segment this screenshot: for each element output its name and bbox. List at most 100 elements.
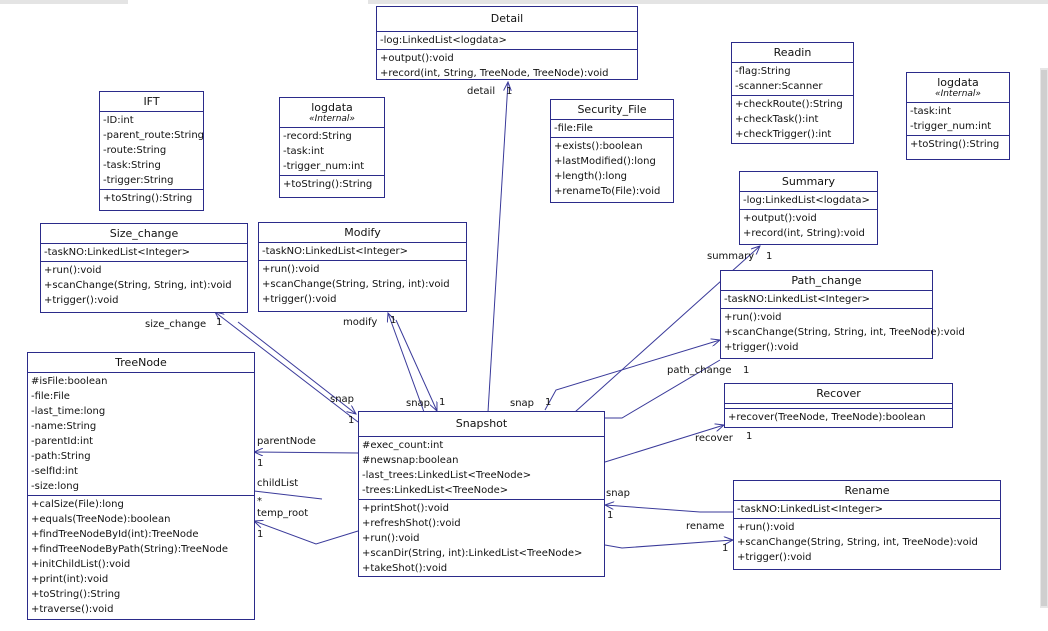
attributes: #exec_count:int #newsnap:boolean -last_t… bbox=[359, 437, 604, 500]
role-summary: summary bbox=[707, 251, 755, 262]
attributes: -file:File bbox=[551, 120, 673, 138]
stereotype: «Internal» bbox=[935, 89, 981, 99]
class-ift[interactable]: IFT -ID:int -parent_route:String -route:… bbox=[99, 91, 204, 211]
attribute: -flag:String bbox=[735, 66, 791, 77]
attribute: -file:File bbox=[554, 123, 593, 134]
attribute: -size:long bbox=[31, 481, 79, 492]
class-name: Readin bbox=[732, 43, 853, 63]
mult-size-change: 1 bbox=[216, 317, 223, 328]
link-sizechange-b bbox=[237, 321, 356, 414]
scrollbar-thumb[interactable] bbox=[1041, 70, 1047, 606]
link-sizechange-a bbox=[215, 312, 359, 423]
attribute: -scanner:Scanner bbox=[735, 81, 823, 92]
operations: +output():void +record(int, String, Tree… bbox=[377, 50, 637, 82]
attributes: -log:LinkedList<logdata> bbox=[377, 32, 637, 50]
class-summary[interactable]: Summary -log:LinkedList<logdata> +output… bbox=[739, 171, 878, 245]
mult-rename: 1 bbox=[722, 543, 729, 554]
operation: +printShot():void bbox=[362, 503, 449, 514]
attribute: -trigger_num:int bbox=[910, 121, 992, 132]
attributes: -task:int -trigger_num:int bbox=[907, 103, 1009, 136]
attribute: -record:String bbox=[283, 131, 352, 142]
attribute: -route:String bbox=[103, 145, 167, 156]
mult-parent-node: 1 bbox=[257, 458, 264, 469]
vertical-scrollbar[interactable] bbox=[1040, 68, 1048, 608]
role-snap-right: snap bbox=[510, 398, 535, 409]
attribute: -taskNO:LinkedList<Integer> bbox=[262, 246, 409, 257]
attribute: -file:File bbox=[31, 391, 70, 402]
class-name: Path_change bbox=[721, 271, 932, 291]
class-security-file[interactable]: Security_File -file:File +exists():boole… bbox=[550, 99, 674, 203]
operation: +toString():String bbox=[103, 193, 193, 204]
role-modify: modify bbox=[343, 317, 378, 328]
attributes: -log:LinkedList<logdata> bbox=[740, 192, 877, 210]
operation: +exists():boolean bbox=[554, 141, 643, 152]
class-logdata-internal-mid[interactable]: logdata«Internal» -record:String -task:i… bbox=[279, 97, 385, 198]
operation: +toString():String bbox=[31, 589, 121, 600]
operation: +recover(TreeNode, TreeNode):boolean bbox=[728, 412, 926, 423]
operation: +initChildList():void bbox=[31, 559, 131, 570]
operations: +calSize(File):long +equals(TreeNode):bo… bbox=[28, 496, 254, 618]
operation: +trigger():void bbox=[262, 294, 337, 305]
operation: +trigger():void bbox=[44, 295, 119, 306]
class-readin[interactable]: Readin -flag:String -scanner:Scanner +ch… bbox=[731, 42, 854, 144]
attributes: -record:String -task:int -trigger_num:in… bbox=[280, 128, 384, 176]
class-detail[interactable]: Detail -log:LinkedList<logdata> +output(… bbox=[376, 6, 638, 80]
attribute: -trigger_num:int bbox=[283, 161, 365, 172]
operation: +toString():String bbox=[910, 139, 1000, 150]
operations: +output():void +record(int, String):void bbox=[740, 210, 877, 242]
class-name: Recover bbox=[725, 384, 952, 404]
editor-tab[interactable] bbox=[128, 0, 368, 4]
attribute: -parentId:int bbox=[31, 436, 94, 447]
attribute: -trees:LinkedList<TreeNode> bbox=[362, 485, 509, 496]
attribute: -log:LinkedList<logdata> bbox=[743, 195, 870, 206]
mult-summary: 1 bbox=[766, 251, 773, 262]
operation: +record(int, String, TreeNode, TreeNode)… bbox=[380, 68, 609, 79]
attribute: #newsnap:boolean bbox=[362, 455, 459, 466]
operations: +run():void +scanChange(String, String, … bbox=[41, 262, 247, 309]
class-snapshot[interactable]: Snapshot #exec_count:int #newsnap:boolea… bbox=[358, 411, 605, 577]
class-size-change[interactable]: Size_change -taskNO:LinkedList<Integer> … bbox=[40, 223, 248, 313]
operations: +toString():String bbox=[907, 136, 1009, 153]
operation: +run():void bbox=[737, 522, 795, 533]
mult-detail: 1 bbox=[506, 86, 513, 97]
attribute: -parent_route:String bbox=[103, 130, 205, 141]
mult-child-list: * bbox=[257, 496, 262, 507]
operation: +toString():String bbox=[283, 179, 373, 190]
editor-tab-bar bbox=[0, 0, 1048, 4]
attribute: -taskNO:LinkedList<Integer> bbox=[724, 294, 871, 305]
mult-temp-root: 1 bbox=[257, 529, 264, 540]
attribute: -path:String bbox=[31, 451, 91, 462]
class-path-change[interactable]: Path_change -taskNO:LinkedList<Integer> … bbox=[720, 270, 965, 359]
class-modify[interactable]: Modify -taskNO:LinkedList<Integer> +run(… bbox=[258, 222, 467, 312]
class-logdata-internal-right[interactable]: logdata«Internal» -task:int -trigger_num… bbox=[906, 72, 1010, 160]
class-name: Modify bbox=[259, 223, 466, 243]
operation: +renameTo(File):void bbox=[554, 186, 661, 197]
operation: +scanChange(String, String, int):void bbox=[44, 280, 232, 291]
class-name: Rename bbox=[734, 481, 1000, 501]
attributes: -taskNO:LinkedList<Integer> bbox=[259, 243, 466, 261]
class-rename[interactable]: Rename -taskNO:LinkedList<Integer> +run(… bbox=[733, 480, 1001, 570]
class-name: Snapshot bbox=[359, 412, 604, 437]
class-treenode[interactable]: TreeNode #isFile:boolean -file:File -las… bbox=[27, 352, 255, 620]
attribute: -last_trees:LinkedList<TreeNode> bbox=[362, 470, 532, 481]
operation: +checkRoute():String bbox=[735, 99, 843, 110]
operations: +toString():String bbox=[100, 190, 203, 207]
class-name: logdata«Internal» bbox=[907, 73, 1009, 103]
attribute: -ID:int bbox=[103, 115, 134, 126]
class-name: TreeNode bbox=[28, 353, 254, 373]
attribute: #isFile:boolean bbox=[31, 376, 108, 387]
class-name: Detail bbox=[377, 7, 637, 32]
role-detail: detail bbox=[467, 86, 496, 97]
operation: +run():void bbox=[44, 265, 102, 276]
operation: +lastModified():long bbox=[554, 156, 656, 167]
class-recover[interactable]: Recover +recover(TreeNode, TreeNode):boo… bbox=[724, 383, 953, 428]
link-pathchange-a bbox=[544, 340, 720, 411]
operation: +length():long bbox=[554, 171, 628, 182]
attributes bbox=[725, 404, 952, 409]
role-snap-rename: snap bbox=[606, 488, 631, 499]
operation: +calSize(File):long bbox=[31, 499, 124, 510]
operation: +run():void bbox=[262, 264, 320, 275]
role-path-change: path_change bbox=[667, 365, 732, 376]
class-name: Summary bbox=[740, 172, 877, 192]
class-name-text: logdata bbox=[311, 101, 353, 114]
